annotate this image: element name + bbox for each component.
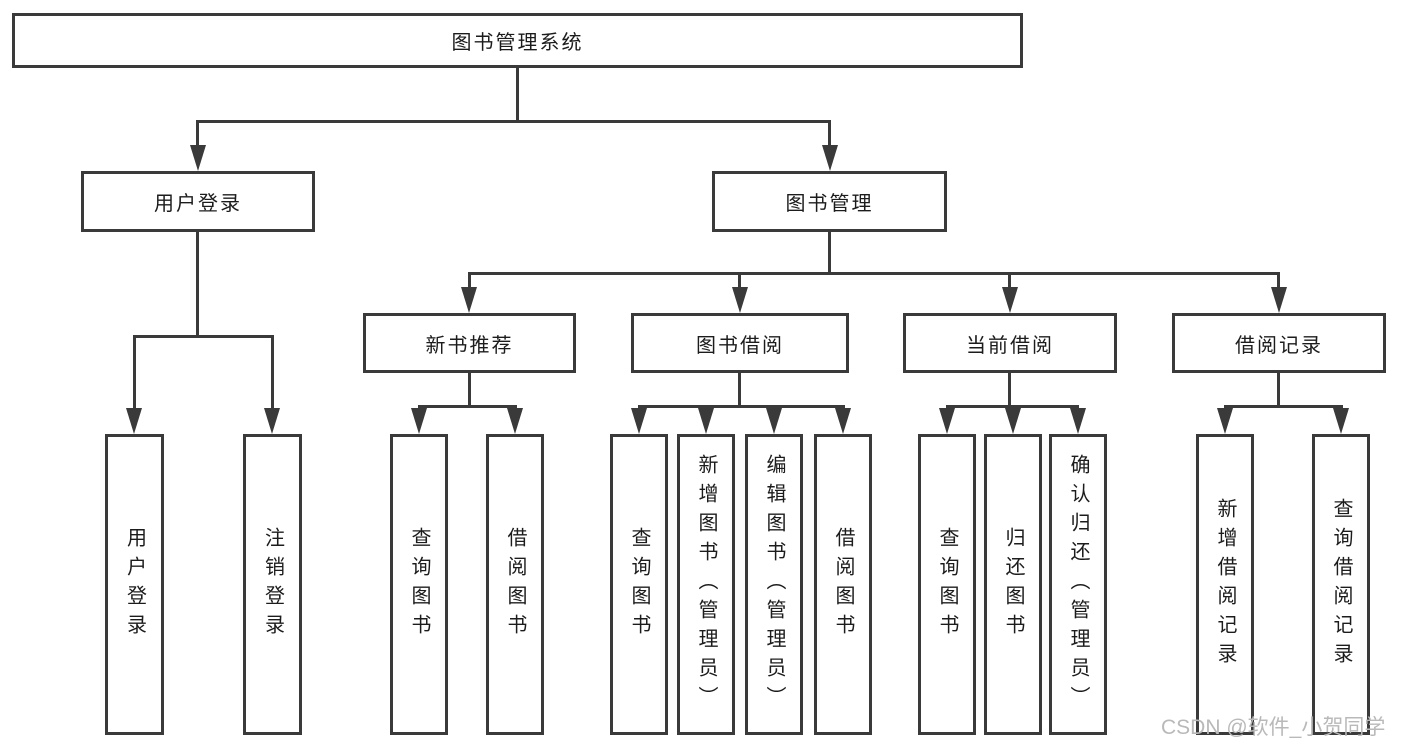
edge-book-borrowing-bar xyxy=(638,405,845,408)
node-leaf-borrow-books-borrowing: 借阅图书 xyxy=(814,434,872,735)
arrow-down-return-book-icon xyxy=(1005,408,1021,434)
node-leaf-query-books-borrowing: 查询图书 xyxy=(610,434,668,735)
arrow-down-query-books-recommend-icon xyxy=(411,408,427,434)
csdn-watermark: CSDN @软件_小贺同学 xyxy=(1161,716,1386,739)
arrow-down-leaf-user-login-icon xyxy=(126,408,142,434)
arrow-down-query-books-borrowing-icon xyxy=(631,408,647,434)
node-user-login-branch-label: 用户登录 xyxy=(154,193,242,215)
node-new-book-recommend: 新书推荐 xyxy=(363,313,576,373)
edge-drop-leaf-logout xyxy=(271,335,274,411)
node-borrowing-records: 借阅记录 xyxy=(1172,313,1386,373)
arrow-down-current-borrowing-icon xyxy=(1002,287,1018,313)
arrow-down-book-management-icon xyxy=(822,145,838,171)
edge-drop-book-management xyxy=(828,120,831,147)
arrow-down-leaf-logout-icon xyxy=(264,408,280,434)
node-leaf-query-books-borrowing-label: 查询图书 xyxy=(628,526,650,643)
node-leaf-user-login: 用户登录 xyxy=(105,434,164,735)
edge-new-book-recommend-stem xyxy=(468,373,471,408)
edge-book-borrowing-stem xyxy=(738,373,741,408)
edge-root-bar xyxy=(197,120,831,123)
node-library-system: 图书管理系统 xyxy=(12,13,1023,68)
node-book-management: 图书管理 xyxy=(712,171,947,232)
arrow-down-add-borrow-record-icon xyxy=(1217,408,1233,434)
node-leaf-confirm-return-admin-label: 确认归还（管理员） xyxy=(1067,454,1089,715)
arrow-down-query-books-current-icon xyxy=(939,408,955,434)
edge-book-management-stem xyxy=(828,232,831,275)
node-leaf-edit-book-admin-label: 编辑图书（管理员） xyxy=(763,454,785,715)
node-leaf-logout-label: 注销登录 xyxy=(261,526,284,643)
node-leaf-query-books-recommend: 查询图书 xyxy=(390,434,448,735)
arrow-down-borrowing-records-icon xyxy=(1271,287,1287,313)
edge-drop-leaf-user-login xyxy=(133,335,136,411)
node-leaf-borrow-books-recommend-label: 借阅图书 xyxy=(504,526,526,643)
edge-root-stem xyxy=(516,68,519,122)
edge-current-borrowing-stem xyxy=(1008,373,1011,408)
arrow-down-borrow-books-borrowing-icon xyxy=(835,408,851,434)
node-leaf-borrow-books-recommend: 借阅图书 xyxy=(486,434,544,735)
edge-drop-borrowing-records xyxy=(1277,272,1280,290)
node-leaf-return-book-label: 归还图书 xyxy=(1002,526,1024,643)
edge-drop-book-borrowing xyxy=(738,272,741,290)
node-leaf-add-borrow-record-label: 新增借阅记录 xyxy=(1214,497,1236,672)
edge-user-login-stem xyxy=(196,232,199,338)
node-current-borrowing: 当前借阅 xyxy=(903,313,1117,373)
edge-drop-new-book-recommend xyxy=(468,272,471,290)
arrow-down-edit-book-admin-icon xyxy=(766,408,782,434)
node-leaf-logout: 注销登录 xyxy=(243,434,302,735)
node-leaf-user-login-label: 用户登录 xyxy=(123,526,146,643)
node-leaf-add-borrow-record: 新增借阅记录 xyxy=(1196,434,1254,735)
node-leaf-add-book-admin: 新增图书（管理员） xyxy=(677,434,735,735)
arrow-down-add-book-admin-icon xyxy=(698,408,714,434)
node-leaf-return-book: 归还图书 xyxy=(984,434,1042,735)
arrow-down-new-book-recommend-icon xyxy=(461,287,477,313)
node-current-borrowing-label: 当前借阅 xyxy=(966,334,1054,357)
arrow-down-query-borrow-record-icon xyxy=(1333,408,1349,434)
edge-borrowing-records-stem xyxy=(1277,373,1280,408)
node-leaf-confirm-return-admin: 确认归还（管理员） xyxy=(1049,434,1107,735)
edge-borrowing-records-bar xyxy=(1224,405,1342,408)
node-leaf-query-borrow-record: 查询借阅记录 xyxy=(1312,434,1370,735)
node-book-management-label: 图书管理 xyxy=(785,193,874,215)
edge-user-login-bar xyxy=(133,335,274,338)
node-leaf-add-book-admin-label: 新增图书（管理员） xyxy=(695,454,717,715)
edge-drop-user-login xyxy=(196,120,199,147)
node-borrowing-records-label: 借阅记录 xyxy=(1235,334,1323,357)
arrow-down-confirm-return-admin-icon xyxy=(1070,408,1086,434)
node-leaf-query-books-current: 查询图书 xyxy=(918,434,976,735)
edge-drop-current-borrowing xyxy=(1008,272,1011,290)
node-leaf-query-borrow-record-label: 查询借阅记录 xyxy=(1330,497,1352,672)
node-book-borrowing-label: 图书借阅 xyxy=(696,334,784,357)
node-book-borrowing: 图书借阅 xyxy=(631,313,849,373)
edge-book-management-bar xyxy=(468,272,1280,275)
node-leaf-borrow-books-borrowing-label: 借阅图书 xyxy=(832,526,854,643)
node-new-book-recommend-label: 新书推荐 xyxy=(425,334,514,357)
arrow-down-book-borrowing-icon xyxy=(732,287,748,313)
edge-new-book-recommend-bar xyxy=(418,405,517,408)
node-leaf-query-books-current-label: 查询图书 xyxy=(936,526,958,643)
node-leaf-edit-book-admin: 编辑图书（管理员） xyxy=(745,434,803,735)
arrow-down-borrow-books-recommend-icon xyxy=(507,408,523,434)
node-user-login-branch: 用户登录 xyxy=(81,171,315,232)
arrow-down-user-login-icon xyxy=(190,145,206,171)
node-library-system-label: 图书管理系统 xyxy=(451,32,584,54)
node-leaf-query-books-recommend-label: 查询图书 xyxy=(408,526,430,643)
